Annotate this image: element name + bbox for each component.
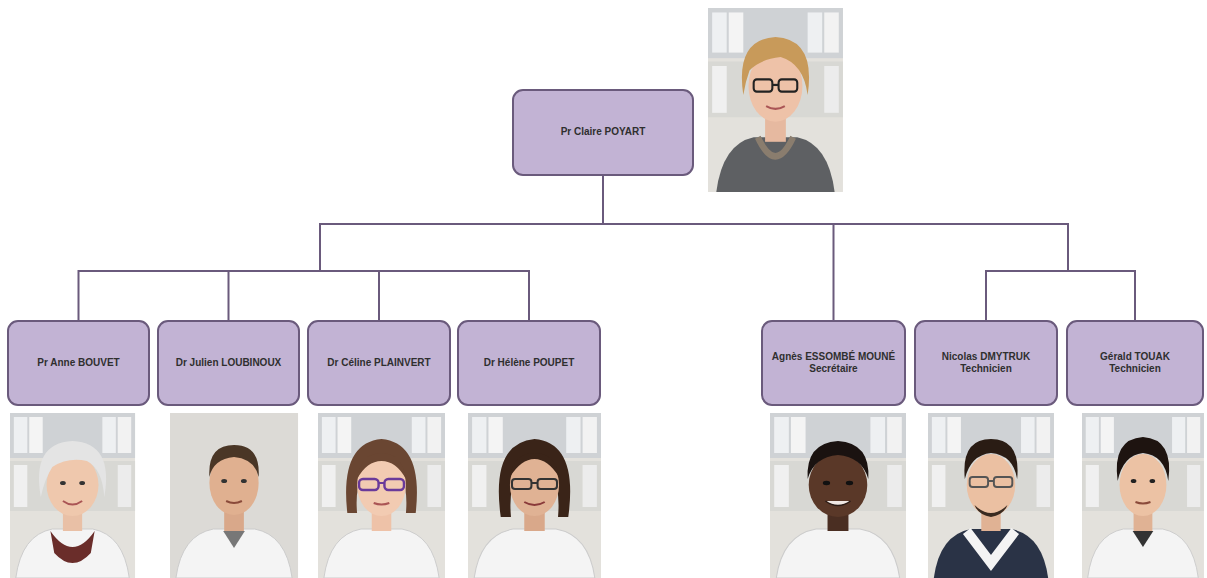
org-connector (603, 176, 1068, 320)
person-name: Dr Céline PLAINVERT (327, 357, 430, 370)
head-box: Pr Claire POYART (512, 89, 694, 176)
portrait (10, 413, 135, 578)
member-box: Gérald TOUAK Technicien (1066, 320, 1204, 406)
member-box: Pr Anne BOUVET (7, 320, 150, 406)
portrait (318, 413, 445, 578)
person-name: Agnès ESSOMBÉ MOUNÉ Secrétaire (771, 351, 896, 376)
portrait (708, 8, 843, 192)
org-connector (603, 176, 834, 320)
portrait (1082, 413, 1204, 578)
person-name: Pr Anne BOUVET (37, 357, 119, 370)
org-connector (603, 176, 1135, 320)
portrait (170, 413, 298, 578)
org-connector (320, 176, 603, 320)
org-connector (229, 176, 604, 320)
person-name: Pr Claire POYART (561, 126, 646, 139)
member-box: Nicolas DMYTRUK Technicien (914, 320, 1058, 406)
person-name: Gérald TOUAK Technicien (1076, 351, 1194, 376)
member-box: Dr Hélène POUPET (457, 320, 601, 406)
person-name: Nicolas DMYTRUK Technicien (924, 351, 1048, 376)
portrait (468, 413, 601, 578)
person-name: Dr Julien LOUBINOUX (176, 357, 282, 370)
org-connector (320, 176, 603, 320)
portrait (770, 413, 906, 578)
person-name: Dr Hélène POUPET (484, 357, 575, 370)
portrait (928, 413, 1054, 578)
member-box: Dr Céline PLAINVERT (307, 320, 451, 406)
org-connector (79, 176, 604, 320)
member-box: Dr Julien LOUBINOUX (157, 320, 300, 406)
member-box: Agnès ESSOMBÉ MOUNÉ Secrétaire (761, 320, 906, 406)
